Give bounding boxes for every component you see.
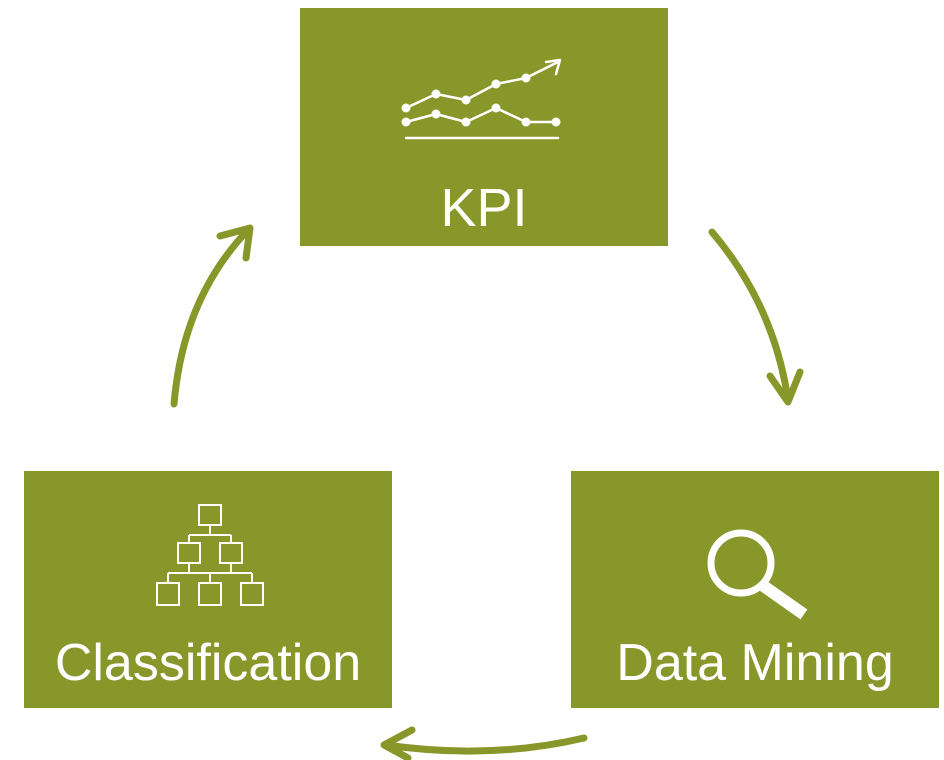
kpi-box: KPI — [300, 8, 668, 246]
arrow-classification-to-kpi — [170, 226, 252, 408]
arrow-data-mining-to-classification — [382, 734, 588, 755]
data-mining-label: Data Mining — [616, 634, 894, 692]
classification-box: Classification — [24, 471, 392, 708]
arrowhead-classification-to-kpi — [216, 224, 254, 262]
magnifier-icon — [707, 529, 808, 620]
hierarchy-icon — [156, 504, 264, 606]
arrowhead-kpi-to-data-mining — [766, 368, 804, 406]
data-mining-box: Data Mining — [571, 471, 939, 708]
kpi-label: KPI — [440, 178, 528, 238]
arrowhead-data-mining-to-classification — [380, 726, 416, 760]
line-chart-icon — [401, 58, 562, 140]
arrow-kpi-to-data-mining — [708, 228, 792, 404]
classification-label: Classification — [54, 634, 362, 692]
